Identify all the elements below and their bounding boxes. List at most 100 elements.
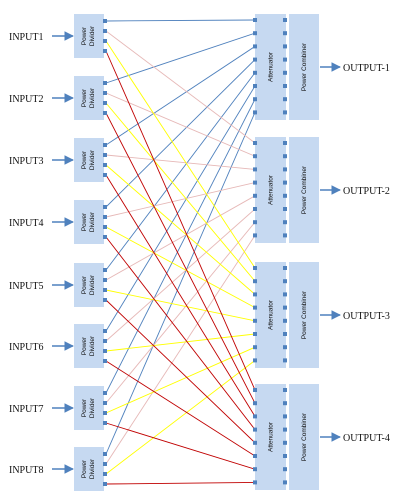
attenuator-in-port xyxy=(253,266,257,270)
wire-blue-in8-out1 xyxy=(105,112,256,455)
attenuator-in-port xyxy=(253,358,257,363)
attenuator-in-port xyxy=(253,31,257,36)
labels: PowerDividerINPUT1PowerDividerINPUT2Powe… xyxy=(9,25,390,479)
power-divider-6 xyxy=(74,324,104,368)
attenuator-in-port xyxy=(253,279,257,284)
attenuator-in-port xyxy=(253,220,257,225)
divider-label: PowerDivider xyxy=(81,335,96,356)
wire-red-in5-out4 xyxy=(105,299,256,444)
combiner-label: Power Combiner xyxy=(301,42,308,91)
attenuator-out-port xyxy=(283,193,287,198)
power-divider-7 xyxy=(74,386,104,430)
input-label-7: INPUT7 xyxy=(9,404,43,415)
attenuator-out-port xyxy=(283,388,287,392)
divider-port xyxy=(103,401,107,405)
attenuator-in-port xyxy=(253,440,257,445)
divider-port xyxy=(103,462,107,466)
attenuator-in-port xyxy=(253,141,257,145)
wire-red-in8-out4 xyxy=(105,481,256,485)
attenuator-in-port xyxy=(253,292,257,297)
power-combiner-4 xyxy=(289,384,319,490)
attenuator-in-port xyxy=(253,480,257,485)
divider-label: PowerDivider xyxy=(81,274,96,295)
attenuator-in-port xyxy=(253,332,257,336)
attenuator-out-port xyxy=(283,266,287,270)
divider-label-line2: Divider xyxy=(89,25,96,46)
attenuator-4 xyxy=(255,384,286,490)
divider-label: PowerDivider xyxy=(81,211,96,232)
power-divider-8 xyxy=(74,447,104,491)
attenuator-out-port xyxy=(283,345,287,350)
divider-port xyxy=(103,391,107,395)
attenuator-in-port xyxy=(253,401,257,406)
divider-port xyxy=(103,411,107,415)
attenuator-in-port xyxy=(253,427,257,432)
wire-blue-in7-out1 xyxy=(105,98,256,394)
attenuator-out-port xyxy=(283,110,287,115)
divider-port xyxy=(103,235,107,239)
attenuator-out-port xyxy=(283,279,287,284)
output-label-1: OUTPUT-1 xyxy=(343,63,390,74)
divider-label-line1: Power xyxy=(81,26,88,45)
power-combiner-3 xyxy=(289,262,319,368)
attenuator-out-port xyxy=(283,305,287,310)
divider-label-line1: Power xyxy=(81,398,88,417)
wire-blue-in3-out1 xyxy=(105,46,256,146)
divider-label-line1: Power xyxy=(81,459,88,478)
wire-blue-in6-out1 xyxy=(105,85,256,332)
wire-pink-in7-out2 xyxy=(105,221,256,404)
divider-port xyxy=(103,349,107,353)
divider-port xyxy=(103,268,107,272)
divider-port xyxy=(103,19,107,23)
attenuator-out-port xyxy=(283,358,287,363)
divider-label-line1: Power xyxy=(81,88,88,107)
divider-label-line2: Divider xyxy=(89,397,96,418)
input-label-5: INPUT5 xyxy=(9,281,43,292)
divider-label-line2: Divider xyxy=(89,335,96,356)
wire-yellow-in3-out3 xyxy=(105,164,256,295)
divider-label-line2: Divider xyxy=(89,149,96,170)
attenuator-out-port xyxy=(283,44,287,49)
power-divider-5 xyxy=(74,263,104,307)
wire-pink-in1-out2 xyxy=(105,30,256,144)
divider-port xyxy=(103,101,107,105)
attenuator-in-port xyxy=(253,97,257,102)
attenuator-out-port xyxy=(283,220,287,225)
attenuator-1 xyxy=(255,14,286,120)
divider-label: PowerDivider xyxy=(81,149,96,170)
divider-port xyxy=(103,49,107,53)
attenuator-out-port xyxy=(283,427,287,432)
attenuator-out-port xyxy=(283,401,287,406)
divider-label: PowerDivider xyxy=(81,397,96,418)
power-divider-4 xyxy=(74,200,104,244)
wire-red-in3-out4 xyxy=(105,174,256,417)
input-label-3: INPUT3 xyxy=(9,156,43,167)
wire-blue-in1-out1 xyxy=(105,19,256,22)
attenuator-in-port xyxy=(253,414,257,419)
attenuator-in-port xyxy=(253,44,257,49)
attenuator-in-port xyxy=(253,57,257,62)
input-label-1: INPUT1 xyxy=(9,32,43,43)
divider-port xyxy=(103,225,107,229)
attenuator-in-port xyxy=(253,167,257,172)
input-label-6: INPUT6 xyxy=(9,342,43,353)
divider-port xyxy=(103,329,107,333)
attenuator-out-port xyxy=(283,318,287,323)
divider-port xyxy=(103,153,107,157)
attenuator-label: Attenuator xyxy=(268,299,275,330)
attenuator-out-port xyxy=(283,141,287,145)
divider-port xyxy=(103,421,107,425)
attenuator-out-port xyxy=(283,31,287,36)
attenuator-in-port xyxy=(253,345,257,350)
wire-yellow-in1-out3 xyxy=(105,40,256,269)
attenuator-out-port xyxy=(283,454,287,458)
attenuator-in-port xyxy=(253,18,257,22)
attenuator-in-port xyxy=(253,193,257,198)
wire-yellow-in4-out3 xyxy=(105,226,256,308)
wire-red-in6-out4 xyxy=(105,360,256,457)
combiner-label: Power Combiner xyxy=(301,290,308,339)
attenuator-in-port xyxy=(253,454,257,458)
wire-blue-in2-out1 xyxy=(105,32,256,84)
attenuator-out-port xyxy=(283,480,287,485)
attenuator-out-port xyxy=(283,180,287,185)
